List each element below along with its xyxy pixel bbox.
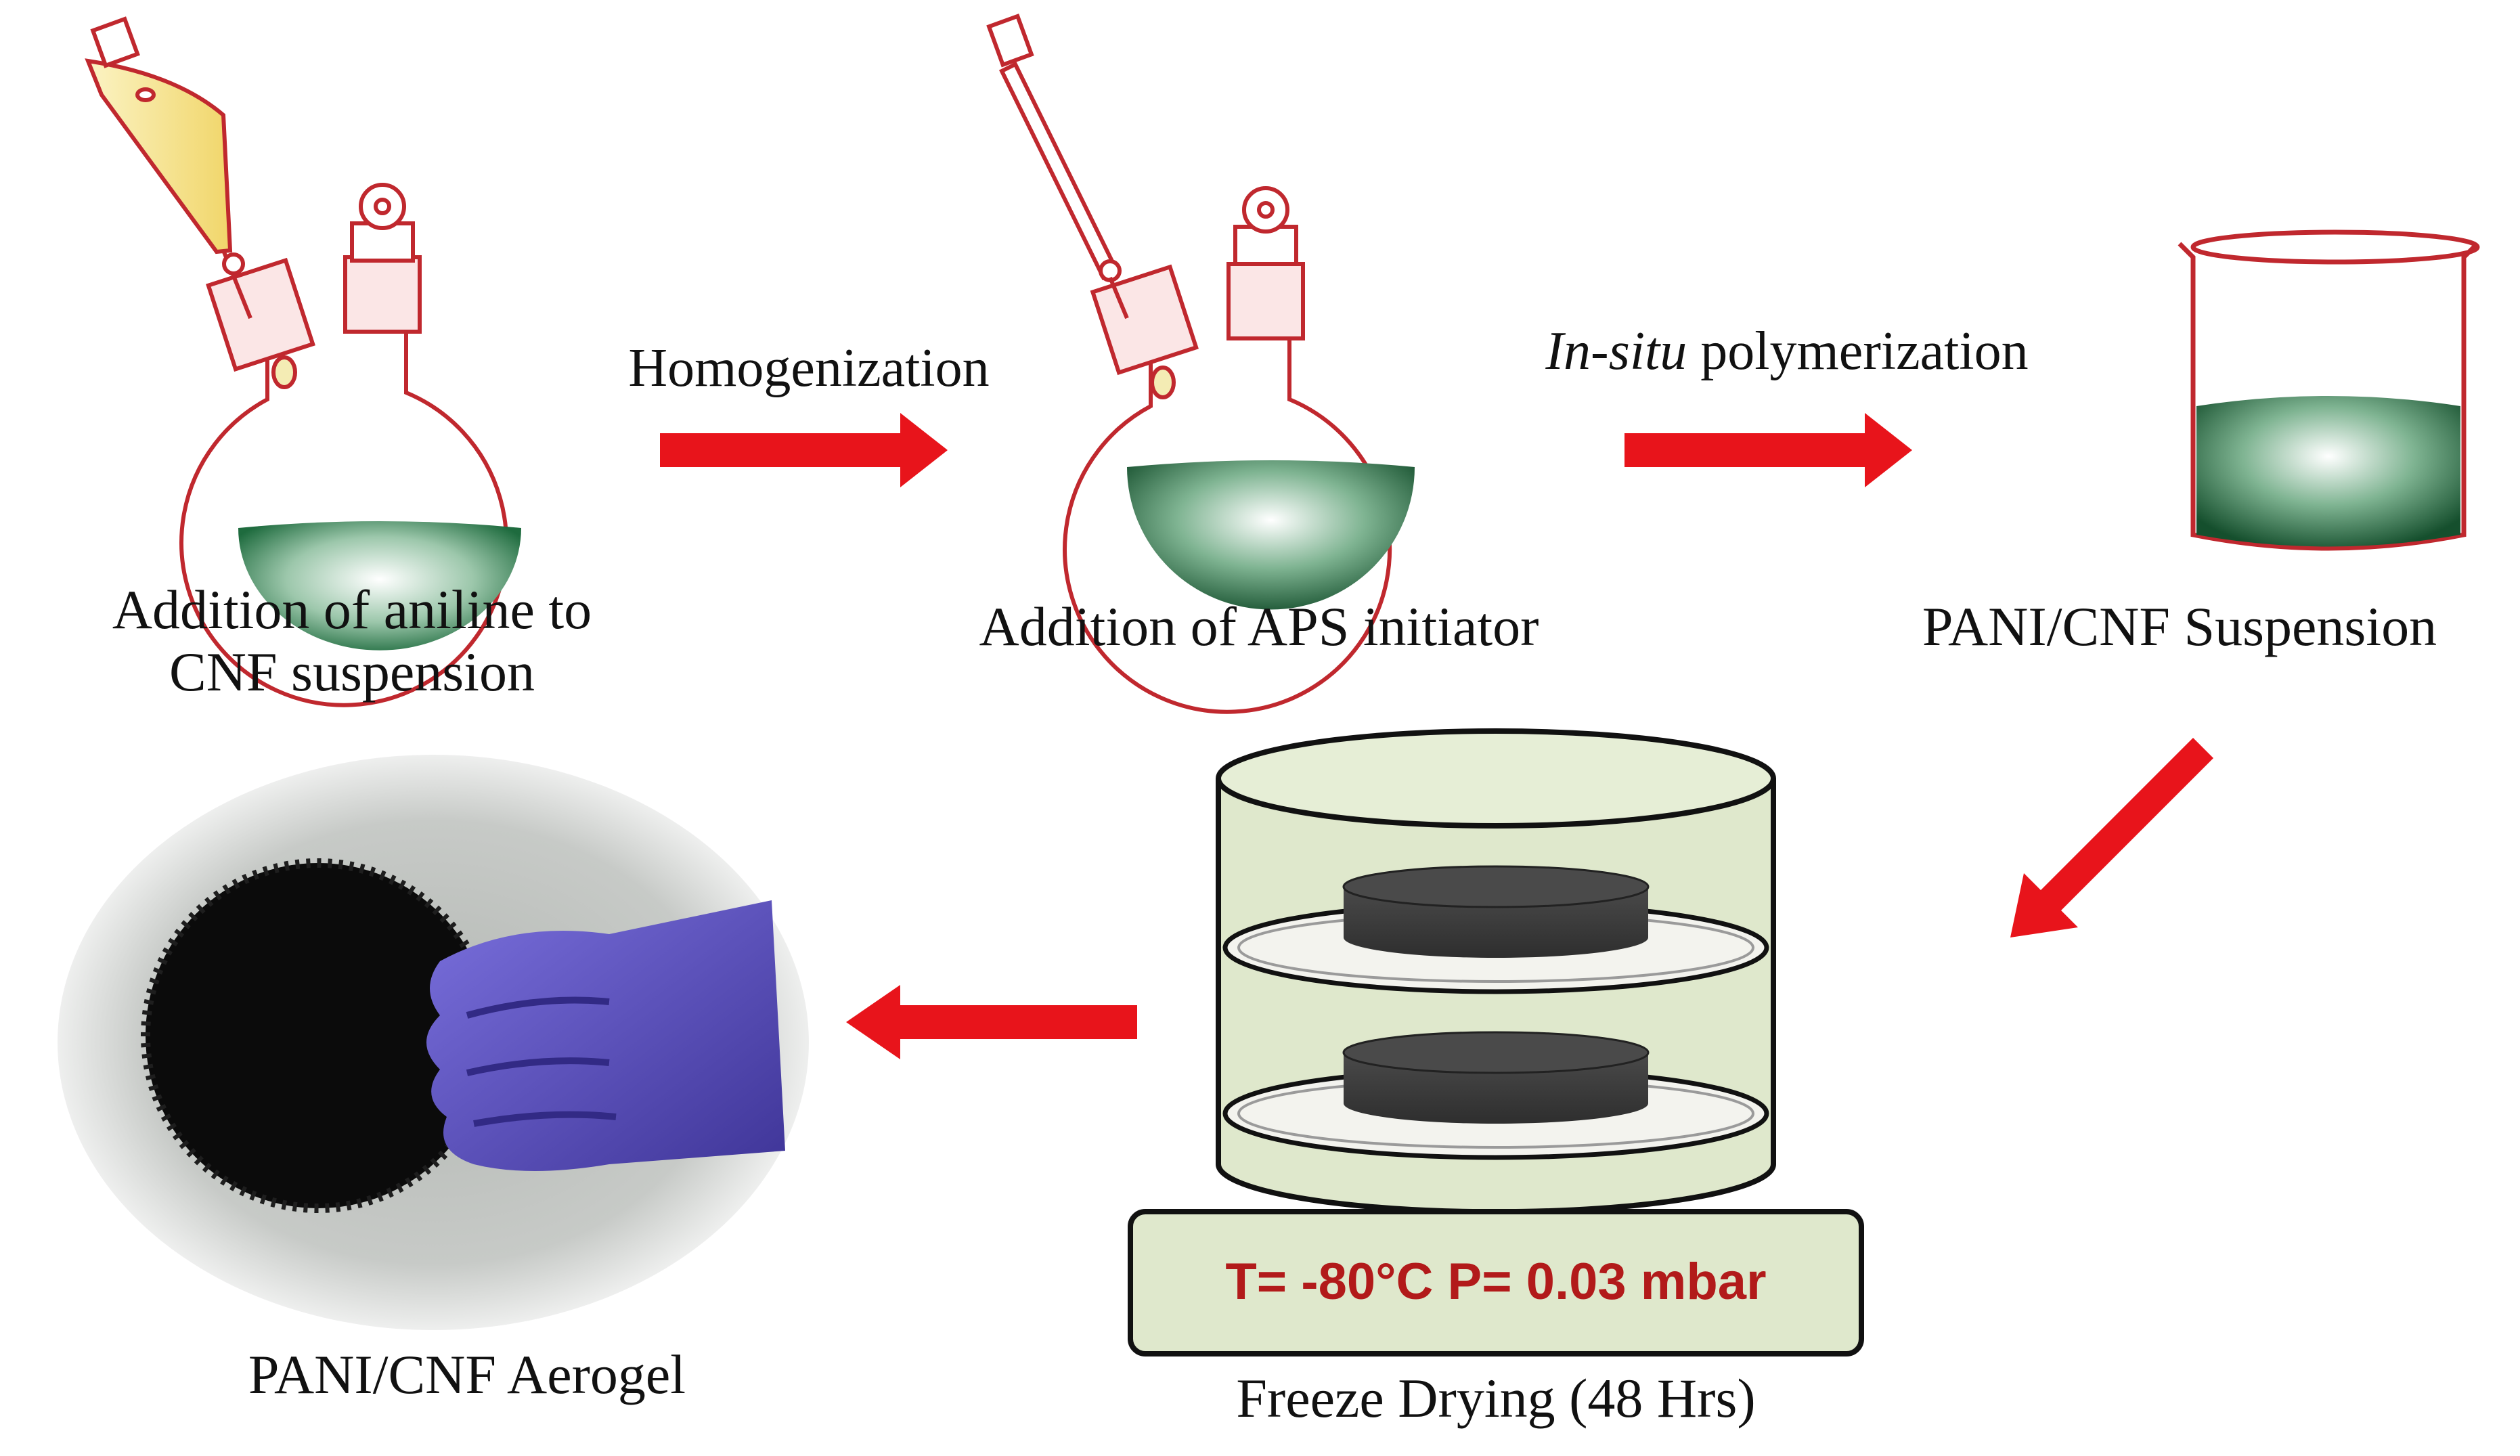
round-bottom-flask-2: [1063, 186, 1415, 714]
step5-label: PANI/CNF Aerogel: [248, 1344, 686, 1405]
burette: [986, 14, 1129, 319]
arrow2-label-italic: In-situ: [1545, 322, 1687, 381]
arrow-to-freeze-drying: [2010, 738, 2213, 937]
dropping-funnel: [85, 16, 252, 319]
step1-label-line1: Addition of aniline to: [112, 579, 592, 640]
step3-label: PANI/CNF Suspension: [1922, 596, 2437, 657]
aerogel-photo: [58, 755, 809, 1330]
step1-label: Addition of aniline to CNF suspension: [41, 579, 663, 703]
beaker: [2178, 229, 2480, 551]
freeze-dryer: [1216, 728, 1776, 1215]
condition-panel: [1128, 1209, 1864, 1356]
arrow-to-aerogel: [846, 985, 1137, 1059]
freeze-drying-conditions: T= -80°C P= 0.03 mbar: [1225, 1253, 1767, 1310]
arrow-homogenization: [660, 413, 948, 487]
step2-label: Addition of APS initiator: [979, 596, 1539, 657]
arrow1-label: Homogenization: [628, 338, 990, 398]
arrow-in-situ-polymerization: [1624, 413, 1912, 487]
step1-label-line2: CNF suspension: [169, 640, 535, 703]
arrow2-label-rest: polymerization: [1687, 322, 2029, 381]
round-bottom-flask-1: [179, 183, 521, 707]
step4-label: Freeze Drying (48 Hrs): [1236, 1367, 1756, 1429]
arrow2-label: In-situ polymerization: [1455, 322, 2119, 382]
